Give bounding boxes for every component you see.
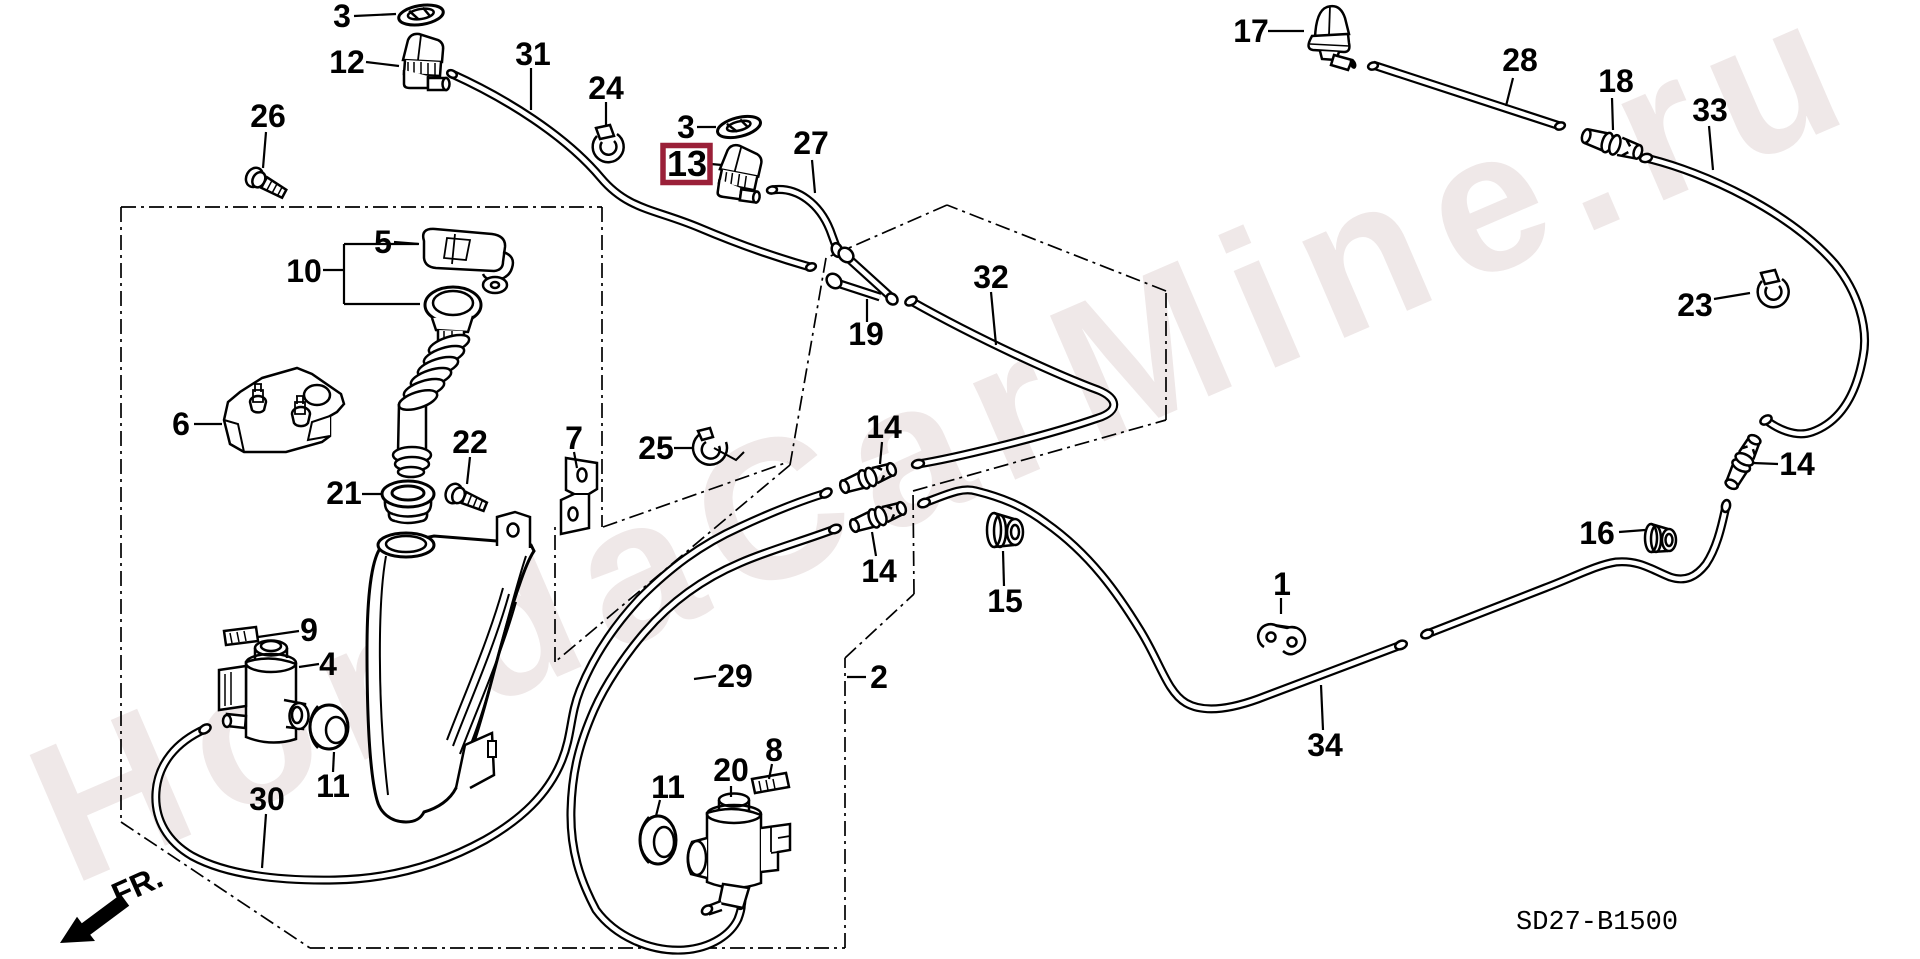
- svg-text:11: 11: [316, 768, 350, 804]
- svg-text:28: 28: [1502, 42, 1538, 78]
- svg-text:16: 16: [1579, 515, 1615, 551]
- svg-text:25: 25: [638, 430, 674, 466]
- svg-text:14: 14: [1779, 446, 1815, 482]
- svg-text:13: 13: [667, 143, 707, 184]
- svg-text:3: 3: [677, 109, 695, 145]
- svg-text:14: 14: [866, 409, 902, 445]
- svg-text:23: 23: [1677, 287, 1713, 323]
- svg-text:21: 21: [326, 475, 362, 511]
- svg-text:22: 22: [452, 424, 488, 460]
- svg-text:32: 32: [973, 259, 1009, 295]
- svg-text:18: 18: [1598, 63, 1634, 99]
- svg-text:SD27-B1500: SD27-B1500: [1516, 908, 1678, 938]
- svg-text:17: 17: [1233, 13, 1269, 49]
- svg-text:27: 27: [793, 125, 829, 161]
- svg-text:29: 29: [717, 658, 753, 694]
- svg-text:9: 9: [300, 612, 318, 648]
- svg-text:24: 24: [588, 70, 624, 106]
- svg-text:8: 8: [765, 732, 783, 768]
- svg-text:10: 10: [286, 253, 322, 289]
- svg-text:7: 7: [565, 420, 583, 456]
- svg-text:19: 19: [848, 316, 884, 352]
- svg-text:11: 11: [651, 769, 685, 805]
- svg-text:33: 33: [1692, 92, 1728, 128]
- svg-text:4: 4: [319, 646, 337, 682]
- svg-text:3: 3: [333, 0, 351, 34]
- svg-text:5: 5: [374, 224, 392, 260]
- svg-text:26: 26: [250, 98, 286, 134]
- svg-text:15: 15: [987, 583, 1023, 619]
- svg-text:2: 2: [870, 659, 888, 695]
- svg-text:1: 1: [1273, 566, 1291, 602]
- svg-text:30: 30: [249, 781, 285, 817]
- svg-text:14: 14: [861, 553, 897, 589]
- svg-text:12: 12: [329, 44, 365, 80]
- svg-text:20: 20: [713, 752, 749, 788]
- svg-text:6: 6: [172, 406, 190, 442]
- svg-text:31: 31: [515, 36, 551, 72]
- svg-text:34: 34: [1307, 727, 1343, 763]
